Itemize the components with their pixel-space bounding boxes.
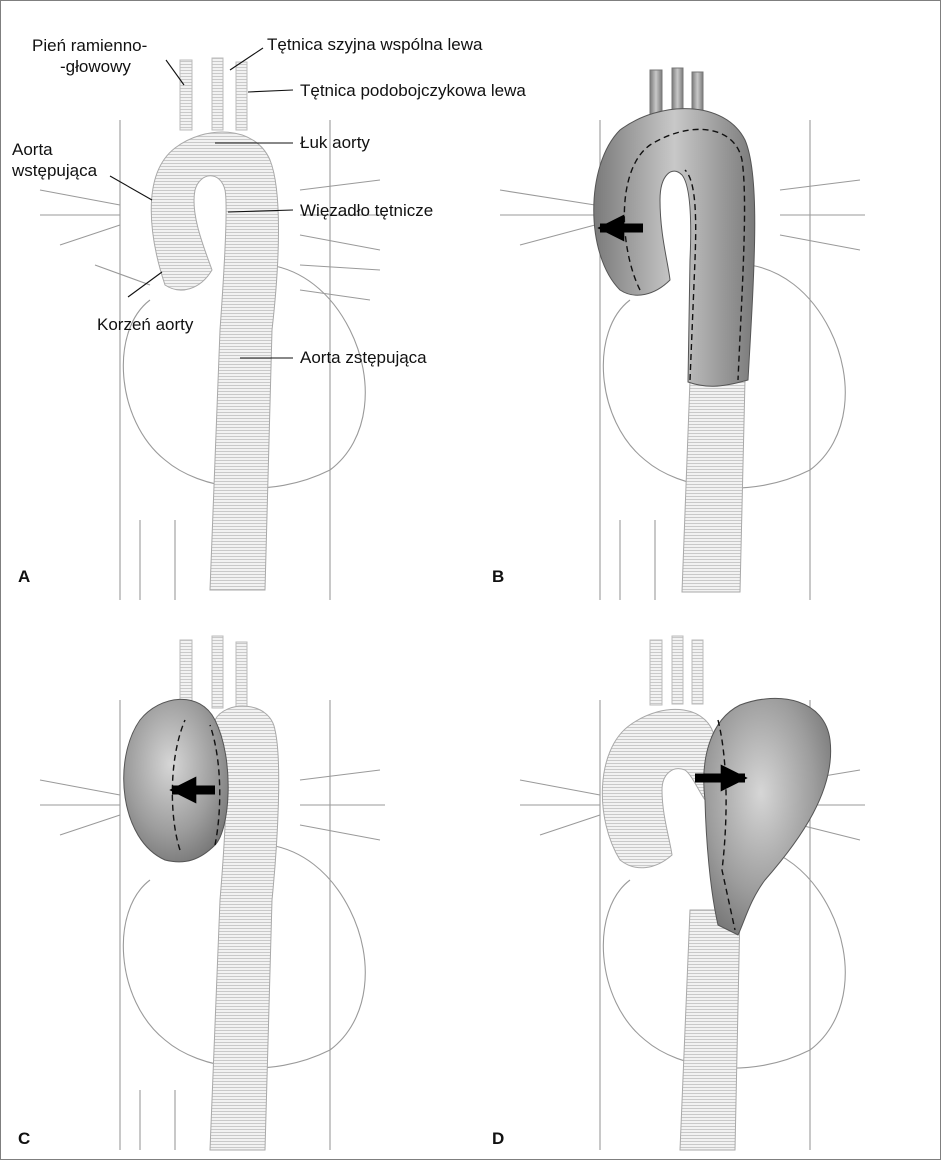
label-ligamentum: Więzadło tętnicze [300,201,433,220]
panel-b: B [492,68,865,600]
aorta-arch [151,132,278,590]
label-root: Korzeń aorty [97,315,194,334]
panel-label-a: A [18,567,30,586]
panel-label-d: D [492,1129,504,1148]
label-descending: Aorta zstępująca [300,348,427,367]
label-ascending-2: wstępująca [11,161,98,180]
label-left-subclavian: Tętnica podobojczykowa lewa [300,81,526,100]
panel-c: C [18,636,385,1150]
left-subclavian [236,62,247,130]
aneurysm-b [594,109,755,387]
label-left-common-carotid: Tętnica szyjna wspólna lewa [267,35,483,54]
label-brachiocephalic-2: -głowowy [60,57,131,76]
panel-a: Pień ramienno- -głowowy Tętnica szyjna w… [11,35,526,600]
left-common-carotid [212,58,223,130]
label-brachiocephalic-1: Pień ramienno- [32,36,147,55]
aneurysm-d [704,698,831,935]
panel-label-c: C [18,1129,30,1148]
label-arch: Łuk aorty [300,133,370,152]
label-ascending-1: Aorta [12,140,53,159]
brachiocephalic-trunk [180,60,192,130]
panel-d: D [492,636,865,1150]
panel-label-b: B [492,567,504,586]
